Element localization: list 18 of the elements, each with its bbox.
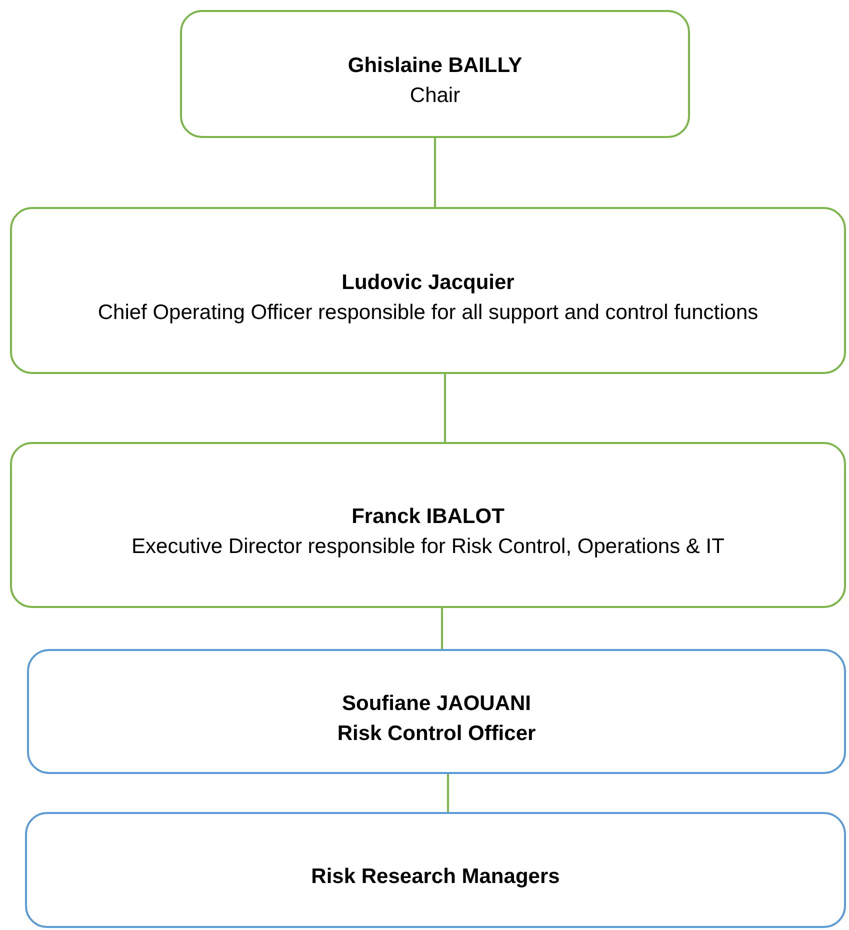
person-name: Soufiane JAOUANI bbox=[342, 690, 532, 716]
person-name: Ludovic Jacquier bbox=[342, 270, 514, 296]
role-description: Chair bbox=[410, 83, 460, 109]
connector-line bbox=[441, 608, 443, 649]
person-name: Risk Research Managers bbox=[311, 864, 560, 890]
connector-line bbox=[444, 374, 446, 442]
person-name: Ghislaine BAILLY bbox=[348, 53, 522, 79]
role-description: Executive Director responsible for Risk Control, Operations & IT bbox=[132, 534, 724, 560]
connector-line bbox=[447, 774, 449, 812]
org-box bbox=[180, 10, 690, 138]
org-box bbox=[25, 812, 846, 928]
person-name: Franck IBALOT bbox=[352, 504, 504, 530]
org-box bbox=[10, 442, 846, 608]
org-box bbox=[27, 649, 846, 774]
org-box bbox=[10, 207, 846, 374]
role-description: Chief Operating Officer responsible for all support and control functions bbox=[98, 300, 758, 326]
job-title: Risk Control Officer bbox=[337, 720, 536, 746]
connector-line bbox=[434, 138, 436, 207]
